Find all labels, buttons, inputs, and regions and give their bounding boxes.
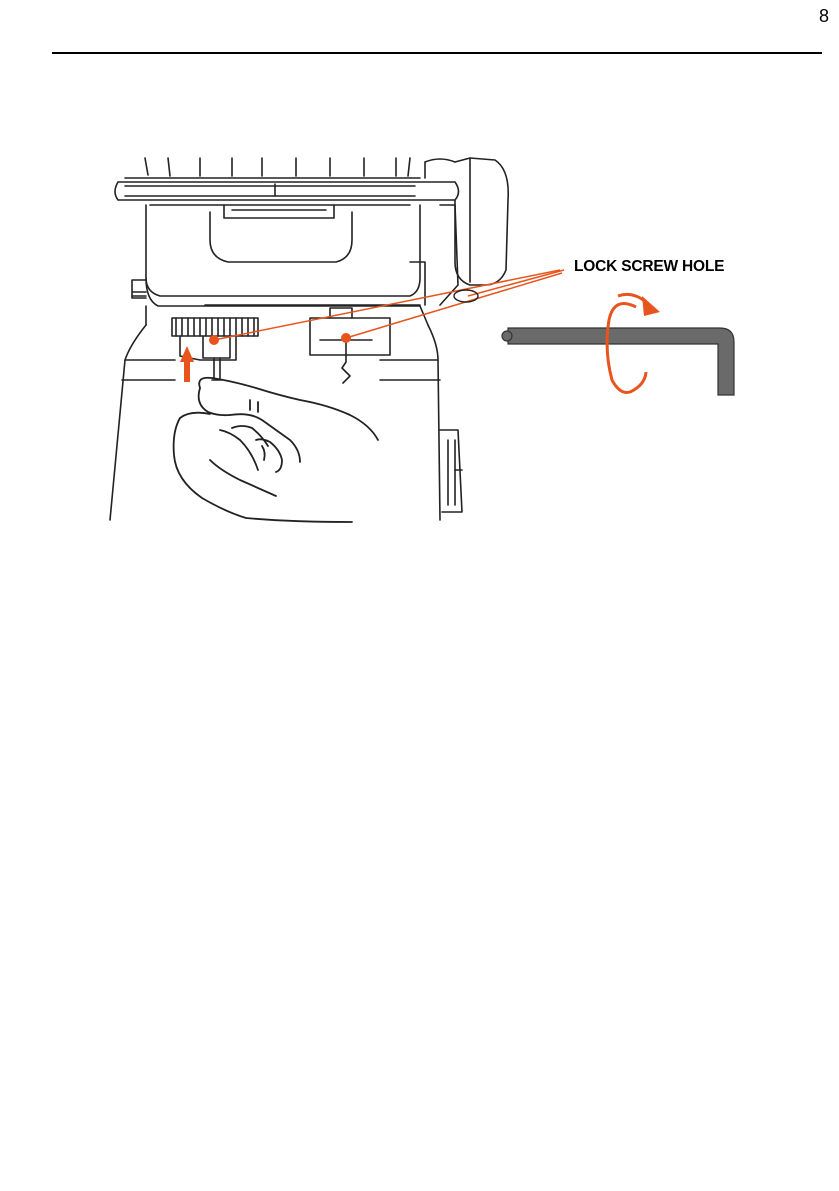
callout-dot bbox=[209, 335, 219, 345]
lock-screw-hole-label: LOCK SCREW HOLE bbox=[574, 258, 724, 276]
rotate-arrow-head bbox=[642, 296, 660, 316]
up-arrow-icon bbox=[180, 346, 194, 382]
hand-icon bbox=[174, 378, 378, 522]
hex-key-icon bbox=[502, 328, 734, 395]
callout-dot bbox=[341, 333, 351, 343]
lock-screw-hole-marker bbox=[454, 290, 478, 302]
grinder-base-illustration bbox=[110, 158, 508, 520]
